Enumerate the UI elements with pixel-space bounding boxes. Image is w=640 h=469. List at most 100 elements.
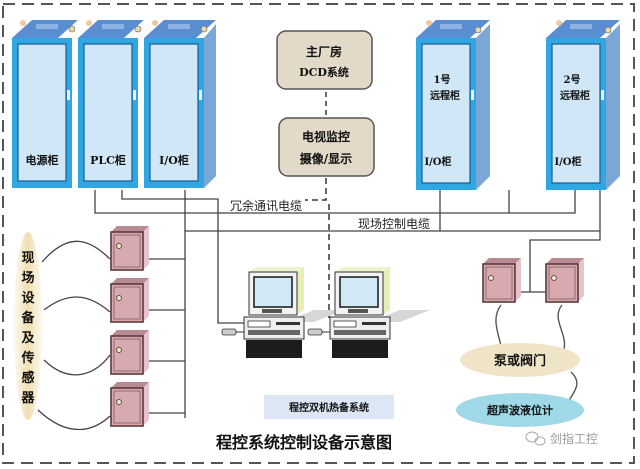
dcs-box-line1: 主厂房 <box>306 44 342 59</box>
level-meter-label: 超声波液位计 <box>486 403 553 417</box>
cabinet-glass <box>149 43 199 182</box>
box-top <box>111 330 149 336</box>
box-door <box>113 338 141 372</box>
cabinet-handle <box>601 90 604 100</box>
remote-cabinet-line1: 2号 <box>564 74 581 86</box>
lamp-icon <box>556 20 562 26</box>
remote-cabinet-bottom: I/O柜 <box>424 155 451 168</box>
remote-cabinet-line2: 远程柜 <box>560 89 590 102</box>
cctv-box-line1: 电视监控 <box>302 129 350 144</box>
cabinet-glass <box>17 43 67 182</box>
pump-valve-oval[interactable]: 泵或阀门 <box>460 343 580 377</box>
field-devices-char: 场 <box>21 271 34 286</box>
lock-icon <box>551 275 557 281</box>
keyboard <box>332 340 388 358</box>
lamp-icon <box>604 26 612 34</box>
cabinet-glass <box>83 43 133 182</box>
box-front <box>482 263 516 303</box>
cabinet-glass <box>551 43 601 184</box>
dcs-box-line2: DCD系统 <box>299 65 349 79</box>
disk-drive <box>333 320 357 328</box>
box-front <box>545 263 579 303</box>
monitor-side <box>297 267 304 315</box>
junction-box[interactable] <box>482 258 521 303</box>
cabinet-handle <box>199 90 202 100</box>
box-front <box>110 387 144 427</box>
cabinet-label: PLC柜 <box>90 153 126 167</box>
field-devices-char: 传 <box>20 350 34 366</box>
diagram-title: 程控系统控制设备示意图 <box>216 433 392 452</box>
disk-slot <box>276 322 300 325</box>
remote-cabinet-1[interactable]: 1号 远程柜 I/O柜 <box>416 20 490 190</box>
box-top <box>111 278 149 284</box>
box-top <box>111 382 149 388</box>
cabinet-top-handle <box>36 24 58 29</box>
remote-cabinet-bottom: I/O柜 <box>554 155 581 168</box>
lock-icon <box>116 243 122 249</box>
watermark-text: 剑指工控 <box>550 431 598 446</box>
pump-junction-line <box>529 231 601 292</box>
box-side <box>515 258 521 302</box>
box-door <box>485 266 513 300</box>
lamp-icon <box>152 20 158 26</box>
workstation[interactable] <box>307 267 430 358</box>
field-devices-char: 设 <box>21 291 35 306</box>
monitor-top <box>335 267 390 272</box>
mouse-icon <box>307 328 323 336</box>
box-top <box>546 258 584 264</box>
watermark: 剑指工控 <box>525 431 598 446</box>
remote-cabinet-2[interactable]: 2号 远程柜 I/O柜 <box>546 20 620 190</box>
junction-box[interactable] <box>110 278 149 323</box>
monitor-side <box>383 267 390 315</box>
box-front <box>110 231 144 271</box>
box-side <box>143 226 149 270</box>
cabinet-side <box>204 24 216 188</box>
lock-icon <box>116 295 122 301</box>
cctv-box[interactable]: 电视监控 摄像/显示 <box>278 117 375 177</box>
monitor-stand <box>348 309 368 313</box>
field-devices-char: 器 <box>20 391 35 406</box>
junction-box[interactable] <box>110 382 149 427</box>
dcs-box[interactable]: 主厂房 DCD系统 <box>276 30 373 90</box>
cabinet-power[interactable]: 电源柜 <box>12 20 78 188</box>
left-junction-boxes <box>110 226 149 427</box>
lamp-icon <box>68 25 76 33</box>
pump-valve-label: 泵或阀门 <box>494 353 546 369</box>
level-meter-oval[interactable]: 超声波液位计 <box>456 393 584 427</box>
cabinet-plc[interactable]: PLC柜 <box>78 20 144 188</box>
junction-box[interactable] <box>110 330 149 375</box>
redundant-cable-label: 冗余通讯电缆 <box>230 198 302 213</box>
dashed-border <box>2 3 635 464</box>
right-junction-boxes <box>482 258 584 303</box>
field-cable-label: 现场控制电缆 <box>358 217 430 231</box>
monitor-top <box>249 267 304 272</box>
box-side <box>143 330 149 374</box>
cabinet-top-handle <box>102 24 124 29</box>
cabinet-side <box>606 24 620 190</box>
cabinet-top-handle <box>570 24 592 29</box>
junction-box[interactable] <box>545 258 584 303</box>
lamp-icon <box>134 25 142 33</box>
cabinet-glass <box>421 43 471 184</box>
field-devices-char: 感 <box>21 370 34 386</box>
cctv-workstation-link <box>305 178 327 201</box>
field-devices-char: 备 <box>20 310 35 326</box>
field-cable-line <box>184 190 601 232</box>
remote-cabinet-line1: 1号 <box>434 74 451 86</box>
remote-cabinet-line2: 远程柜 <box>430 89 460 102</box>
box-top <box>483 258 521 264</box>
monitor-stand <box>262 309 282 313</box>
lamp-icon <box>86 20 92 26</box>
cabinet-io[interactable]: I/O柜 <box>144 20 216 188</box>
computer-case <box>243 316 305 340</box>
cctv-box-line2: 摄像/显示 <box>300 151 352 166</box>
box-side <box>143 382 149 426</box>
box-side <box>578 258 584 302</box>
keyboard <box>246 340 302 358</box>
cabinet-top-handle <box>168 24 190 29</box>
workstation[interactable] <box>221 267 344 358</box>
cabinet-label: 电源柜 <box>26 153 59 167</box>
junction-box[interactable] <box>110 226 149 271</box>
